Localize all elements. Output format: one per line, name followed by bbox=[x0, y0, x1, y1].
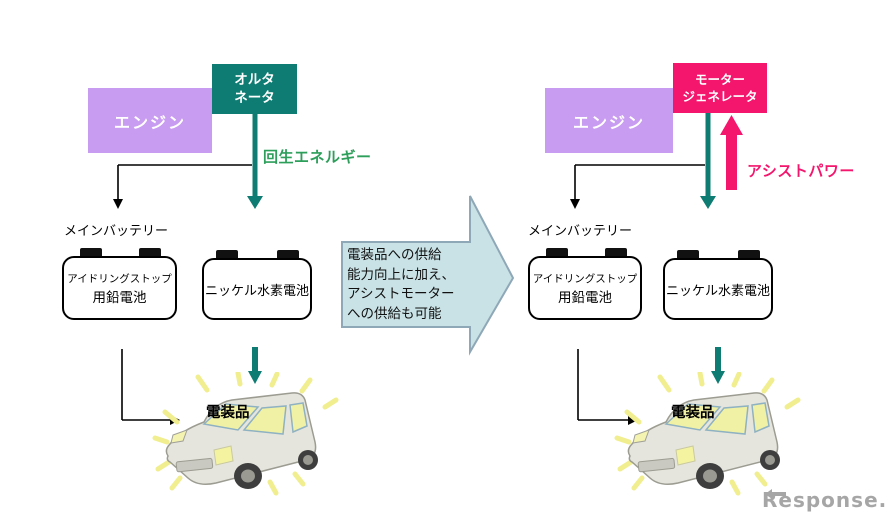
assist-power-label: アシストパワー bbox=[747, 162, 855, 180]
battery-terminal bbox=[738, 250, 760, 259]
lead-battery-label-line2: 用鉛電池 bbox=[558, 289, 612, 306]
motor-generator-label-line2: ジェネレータ bbox=[682, 89, 758, 104]
battery-terminal bbox=[216, 250, 238, 259]
left-battery-to-car-arrow bbox=[121, 349, 180, 425]
logo-arrow-icon bbox=[764, 481, 786, 505]
left-engine-to-battery-line bbox=[113, 164, 252, 209]
assist-power-arrow bbox=[720, 115, 743, 190]
left-main-battery-label: メインバッテリー bbox=[64, 224, 169, 239]
battery-terminal bbox=[80, 248, 102, 257]
right-engine-label: エンジン bbox=[572, 112, 645, 132]
battery-terminal bbox=[546, 248, 568, 257]
right-electrical-label: 電装品 bbox=[671, 405, 715, 421]
regen-energy-arrow bbox=[247, 114, 263, 209]
battery-terminal bbox=[139, 248, 161, 257]
battery-terminal bbox=[677, 250, 699, 259]
motor-generator-label-line1: モーター bbox=[694, 71, 745, 87]
center-arrow-line: 能力向上に加え、 bbox=[347, 266, 455, 283]
left-nimh-to-car-arrow bbox=[248, 347, 262, 384]
response-logo: Response. bbox=[762, 488, 887, 512]
left-nimh-battery-box: ニッケル水素電池 bbox=[202, 258, 312, 320]
center-arrow-line: への供給も可能 bbox=[347, 305, 442, 322]
left-electrical-label: 電装品 bbox=[206, 405, 250, 421]
right-charge-arrow bbox=[700, 113, 716, 209]
alternator-box: オルタ ネータ bbox=[212, 64, 297, 114]
right-lead-battery-box: アイドリングストップ 用鉛電池 bbox=[528, 256, 642, 320]
right-engine-box: エンジン bbox=[545, 88, 673, 153]
alternator-label-line2: ネータ bbox=[234, 90, 275, 106]
nimh-battery-label: ニッケル水素電池 bbox=[665, 283, 770, 299]
left-lead-battery-box: アイドリングストップ 用鉛電池 bbox=[62, 256, 177, 320]
right-engine-to-battery-line bbox=[570, 164, 705, 209]
center-arrow-line: アシストモーター bbox=[347, 286, 455, 302]
battery-terminal bbox=[605, 248, 627, 257]
left-engine-label: エンジン bbox=[113, 112, 186, 132]
alternator-label-line1: オルタ bbox=[234, 71, 275, 88]
center-arrow-line: 電装品への供給 bbox=[347, 247, 442, 263]
lead-battery-label-line1: アイドリングストップ bbox=[67, 272, 172, 285]
right-main-battery-label: メインバッテリー bbox=[528, 224, 633, 239]
motor-generator-box: モーター ジェネレータ bbox=[673, 63, 767, 113]
lead-battery-label-line1: アイドリングストップ bbox=[532, 272, 638, 285]
right-nimh-to-car-arrow bbox=[711, 347, 725, 384]
car-illustration-left bbox=[155, 373, 336, 493]
lead-battery-label-line2: 用鉛電池 bbox=[92, 289, 147, 306]
regen-energy-label: 回生エネルギー bbox=[263, 148, 372, 166]
battery-terminal bbox=[277, 250, 299, 259]
center-arrow-text: 電装品への供給 能力向上に加え、 アシストモーター への供給も可能 bbox=[347, 246, 475, 324]
nimh-battery-label: ニッケル水素電池 bbox=[204, 283, 309, 299]
left-engine-box: エンジン bbox=[88, 88, 212, 153]
center-block-arrow bbox=[341, 195, 515, 356]
right-nimh-battery-box: ニッケル水素電池 bbox=[663, 258, 773, 320]
car-illustration-right bbox=[617, 373, 798, 493]
